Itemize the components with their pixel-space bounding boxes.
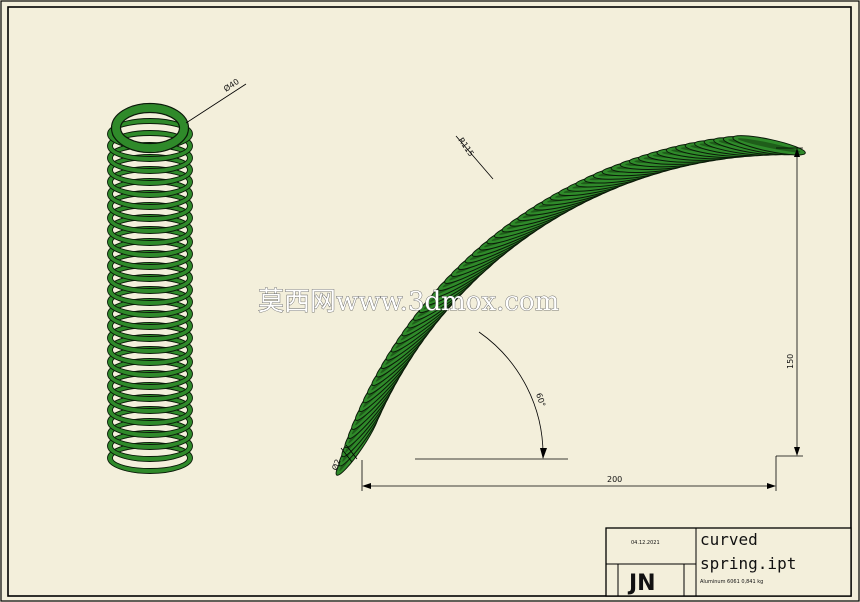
spring-coil	[107, 154, 193, 186]
spring-coil	[107, 406, 193, 438]
spring-coil	[107, 142, 193, 174]
spring-coil	[107, 274, 193, 306]
height-150-label: 150	[786, 354, 795, 369]
spring-coil	[107, 130, 193, 162]
spring-coil	[107, 178, 193, 210]
spring-coil	[107, 250, 193, 282]
title-block-file-name-line2: spring.ipt	[700, 554, 796, 573]
title-block-material: Aluminum 6061 0,841 kg	[700, 579, 763, 585]
curved-spring-coil-shade	[737, 138, 801, 153]
spring-coil	[107, 418, 193, 450]
radius-115-label: R115	[456, 136, 475, 158]
spring-coil	[107, 166, 193, 198]
width-200-label: 200	[607, 475, 622, 484]
spring-coil	[107, 370, 193, 402]
spring-coil	[107, 262, 193, 294]
spring-coil	[107, 286, 193, 318]
spring-coil	[107, 310, 193, 342]
diameter-40-dimension: Ø40	[185, 76, 247, 124]
spring-coil	[107, 346, 193, 378]
height-150-dimension: 150	[776, 147, 803, 457]
title-block-file-name-line1: curved	[700, 530, 758, 549]
spring-coil	[107, 334, 193, 366]
title-block-date: 04.12.2021	[631, 540, 660, 546]
spring-coil	[107, 238, 193, 270]
width-200-dimension: 200	[361, 456, 777, 491]
watermark-text: 莫西网www.3dmox.com	[258, 287, 559, 317]
spring-coil	[107, 298, 193, 330]
straight-spring-view	[107, 102, 193, 474]
diameter-40-label: Ø40	[222, 76, 241, 94]
spring-coil	[107, 322, 193, 354]
wire-diameter-label: Ø2	[329, 458, 342, 472]
spring-coil	[107, 430, 193, 462]
angle-60-dimension: 60°	[415, 331, 568, 460]
drawing-border	[7, 6, 852, 597]
spring-coil	[107, 382, 193, 414]
spring-coil	[107, 202, 193, 234]
spring-coil	[107, 358, 193, 390]
spring-coil	[107, 130, 193, 162]
spring-coil	[112, 135, 188, 157]
title-block-initials: JN	[627, 571, 656, 596]
spring-top-ring	[110, 102, 190, 154]
spring-top-ring	[112, 104, 188, 152]
spring-coil	[107, 442, 193, 474]
wire-diameter-dimension: Ø2	[329, 444, 358, 472]
spring-coil	[107, 214, 193, 246]
spring-top-ring	[119, 111, 181, 145]
radius-115-dimension: R115	[455, 135, 494, 180]
spring-coil	[107, 226, 193, 258]
spring-coil	[107, 190, 193, 222]
title-block: 04.12.2021 JN curved spring.ipt Aluminum…	[605, 527, 852, 597]
spring-coil	[107, 394, 193, 426]
angle-60-label: 60°	[534, 392, 547, 408]
